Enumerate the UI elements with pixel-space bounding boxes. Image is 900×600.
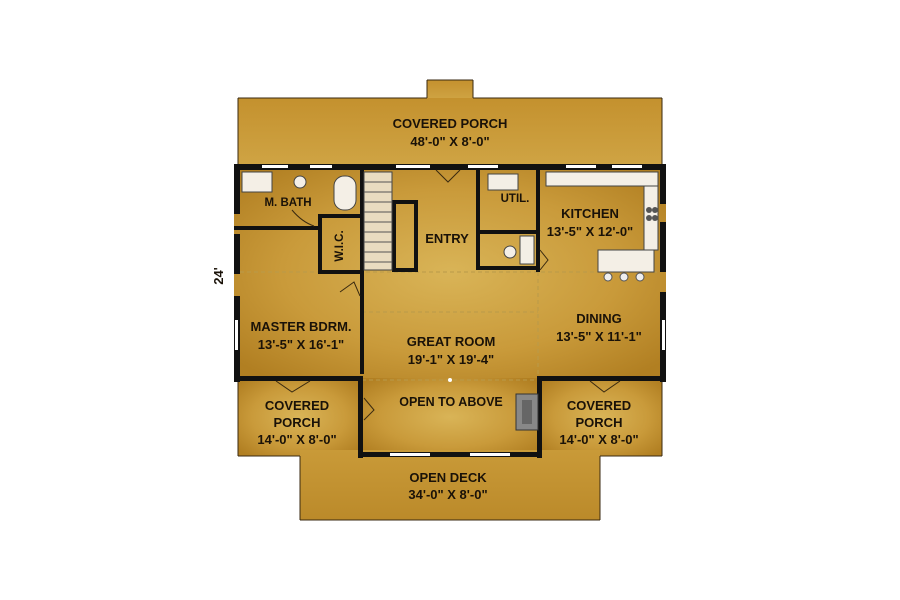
covered-porch-right-line2: PORCH <box>576 415 623 430</box>
kitchen-size: 13'-5" X 12'-0" <box>547 224 633 239</box>
fireplace <box>515 393 539 431</box>
open-deck-area <box>237 378 663 521</box>
bath-fixtures <box>241 171 535 265</box>
entry-label: ENTRY <box>425 231 469 246</box>
master-bath-label: M. BATH <box>264 197 311 209</box>
covered-porch-right-line1: COVERED <box>567 398 631 413</box>
open-to-above-label: OPEN TO ABOVE <box>399 395 503 409</box>
dining-name: DINING <box>576 311 622 326</box>
center-marker <box>448 378 452 382</box>
open-deck-size: 34'-0" X 8'-0" <box>408 487 487 502</box>
open-deck-name: OPEN DECK <box>409 470 487 485</box>
master-bedroom-name: MASTER BDRM. <box>250 319 351 334</box>
covered-porch-left-line1: COVERED <box>265 398 329 413</box>
covered-porch-left-area <box>238 378 360 456</box>
exterior-walls <box>234 164 666 458</box>
wic-label: W.I.C. <box>334 230 346 261</box>
covered-porch-top-area <box>237 79 663 166</box>
covered-porch-right-area <box>540 378 662 456</box>
dimension-left-label: 24' <box>211 267 226 285</box>
kitchen-fixtures <box>545 171 659 282</box>
util-label: UTIL. <box>501 193 530 205</box>
door-swings <box>275 169 621 421</box>
master-bedroom-size: 13'-5" X 16'-1" <box>258 337 344 352</box>
covered-porch-left-size: 14'-0" X 8'-0" <box>257 432 336 447</box>
kitchen-name: KITCHEN <box>561 206 619 221</box>
great-room-name: GREAT ROOM <box>407 334 496 349</box>
interior-walls <box>234 170 540 374</box>
covered-porch-left-line2: PORCH <box>274 415 321 430</box>
covered-porch-right-size: 14'-0" X 8'-0" <box>559 432 638 447</box>
dining-size: 13'-5" X 11'-1" <box>556 329 642 344</box>
staircase <box>363 171 393 271</box>
great-room-size: 19'-1" X 19'-4" <box>408 352 494 367</box>
great-room-lower-floor <box>360 378 540 456</box>
covered-porch-top-name: COVERED PORCH <box>393 116 508 131</box>
covered-porch-top-size: 48'-0" X 8'-0" <box>410 134 489 149</box>
